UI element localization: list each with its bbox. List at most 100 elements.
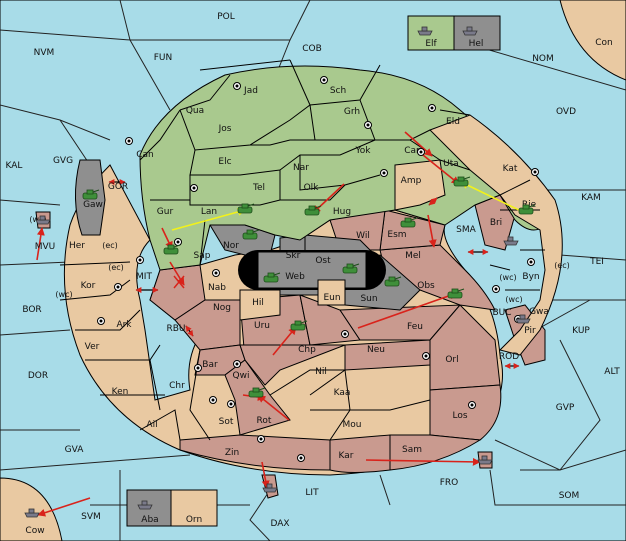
move-arrow <box>261 461 270 489</box>
province-label-rot: Rot <box>257 416 272 426</box>
fleet-unit-zin[interactable] <box>262 483 278 493</box>
province-label-rbu: RBU <box>166 324 185 334</box>
move-arrow <box>404 131 433 157</box>
province-label-yok: Yok <box>354 146 371 156</box>
fleet-unit-sam[interactable] <box>477 455 493 465</box>
province-label-gvp: GVP <box>556 403 575 413</box>
army-unit-rie[interactable] <box>518 204 536 215</box>
province-label-bar: Bar <box>202 360 218 370</box>
province-label-gur: Gur <box>157 207 174 217</box>
move-arrow <box>257 394 290 421</box>
province-label-ark: Ark <box>116 320 132 330</box>
move-arrow <box>427 214 437 248</box>
province-label-lit: LIT <box>305 488 319 498</box>
coast-label: (ec) <box>108 263 124 272</box>
coast-label: (wc) <box>55 290 72 299</box>
province-label-dax: DAX <box>270 519 289 529</box>
fleet-unit-cow[interactable] <box>24 508 40 518</box>
legend-elf: Elf <box>425 39 437 49</box>
order-arrows <box>36 131 526 517</box>
legend-unit-icon <box>462 26 478 36</box>
province-label-sam: Sam <box>402 445 422 455</box>
province-label-ovd: OVD <box>556 107 576 117</box>
province-label-kaa: Kaa <box>334 388 351 398</box>
province-label-qwi: Qwi <box>233 371 250 381</box>
move-arrow <box>36 227 45 261</box>
move-arrow <box>357 291 458 329</box>
province-label-ail: Ail <box>146 420 157 430</box>
province-label-pir: Pir <box>524 326 536 336</box>
province-label-hil: Hil <box>252 298 264 308</box>
province-label-jos: Jos <box>218 124 232 134</box>
province-label-sap: Sap <box>194 251 211 261</box>
strait-connector <box>428 197 438 206</box>
province-label-kar: Kar <box>339 451 354 461</box>
move-arrow <box>169 261 185 286</box>
province-label-esm: Esm <box>387 230 406 240</box>
province-label-neu: Neu <box>367 345 385 355</box>
province-label-her: Her <box>69 241 85 251</box>
legend-hel: Hel <box>469 39 484 49</box>
army-unit-sun[interactable] <box>384 276 402 287</box>
army-unit-uta[interactable] <box>453 176 471 187</box>
province-label-byn: Byn <box>522 272 539 282</box>
legend-aba: Aba <box>141 515 158 525</box>
legend-orn: Orn <box>186 515 202 525</box>
province-label-con: Con <box>595 38 613 48</box>
legend-top <box>126 15 501 527</box>
province-label-elc: Elc <box>218 157 231 167</box>
province-label-gor: GOR <box>108 182 128 192</box>
province-label-buc: BUC <box>492 308 511 318</box>
province-label-jad: Jad <box>243 86 258 96</box>
province-label-nil: Nil <box>315 367 327 377</box>
army-unit-esm[interactable] <box>400 217 418 228</box>
move-arrow <box>312 183 345 214</box>
army-unit-ost[interactable] <box>342 263 360 274</box>
coast-label: (ec) <box>554 261 570 270</box>
province-label-ost: Ost <box>315 256 331 266</box>
province-label-eld: Eld <box>446 117 460 127</box>
army-unit-chp[interactable] <box>290 320 308 331</box>
army-unit-web[interactable] <box>263 272 281 283</box>
coast-label: (wc) <box>505 295 522 304</box>
fleet-unit-pir[interactable] <box>515 314 531 324</box>
army-unit-qwi[interactable] <box>248 387 266 398</box>
army-unit-lan[interactable] <box>237 203 255 214</box>
province-label-kam: KAM <box>581 193 601 203</box>
province-label-tel: Tel <box>252 183 265 193</box>
province-label-gva: GVA <box>65 445 85 455</box>
fleet-unit-bri[interactable] <box>503 236 519 246</box>
province-label-cob: COB <box>302 44 322 54</box>
strait-connector <box>185 325 194 337</box>
province-label-nab: Nab <box>208 283 226 293</box>
province-label-rod: ROD <box>499 352 519 362</box>
province-label-sun: Sun <box>360 294 377 304</box>
province-label-kup: KUP <box>572 326 590 336</box>
legend-unit-icon <box>137 500 153 510</box>
province-label-chr: Chr <box>169 381 185 391</box>
province-label-ken: Ken <box>112 387 129 397</box>
province-label-nom: NOM <box>532 54 554 64</box>
province-label-olk: Olk <box>304 183 320 193</box>
army-unit-gaw[interactable] <box>82 189 100 200</box>
province-label-sot: Sot <box>219 417 234 427</box>
province-label-uru: Uru <box>254 321 270 331</box>
army-unit-obs[interactable] <box>447 288 465 299</box>
army-unit-hug[interactable] <box>304 205 322 216</box>
province-label-gwa: Gwa <box>529 307 549 317</box>
province-label-feu: Feu <box>407 322 423 332</box>
province-label-mou: Mou <box>343 420 362 430</box>
fleet-unit-mvu[interactable] <box>35 215 51 225</box>
province-label-chp: Chp <box>298 345 316 355</box>
move-arrow <box>37 497 91 517</box>
move-arrow <box>272 326 297 356</box>
army-unit-sap[interactable] <box>163 244 181 255</box>
province-label-cow: Cow <box>25 526 44 536</box>
province-label-bri: Bri <box>490 218 502 228</box>
dislodged-marker <box>173 275 185 289</box>
army-unit-nor[interactable] <box>242 229 260 240</box>
province-label-skr: Skr <box>286 251 301 261</box>
province-label-lan: Lan <box>201 207 217 217</box>
